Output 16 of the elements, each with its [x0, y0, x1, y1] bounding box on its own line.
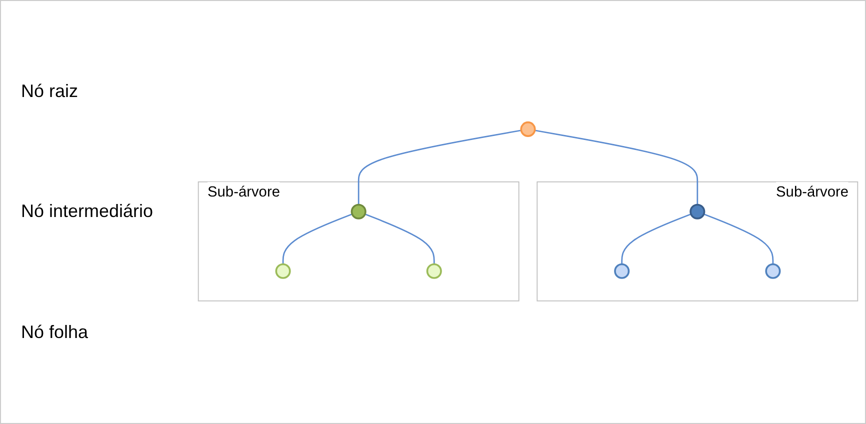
connector [534, 130, 698, 206]
node-circle [690, 204, 706, 220]
node-circle [350, 204, 366, 220]
node-circle [275, 264, 291, 280]
connector [358, 130, 522, 206]
level-label: Nó raiz [21, 80, 80, 102]
node-circle [426, 264, 442, 280]
node-circle [765, 264, 781, 280]
node-circle [520, 122, 536, 138]
connector [364, 214, 435, 265]
level-label: Nó folha [21, 322, 90, 344]
connector [282, 214, 352, 265]
connector [704, 214, 774, 265]
node-circle [614, 264, 630, 280]
connector [621, 214, 692, 265]
level-label: Nó intermediário [21, 201, 154, 222]
